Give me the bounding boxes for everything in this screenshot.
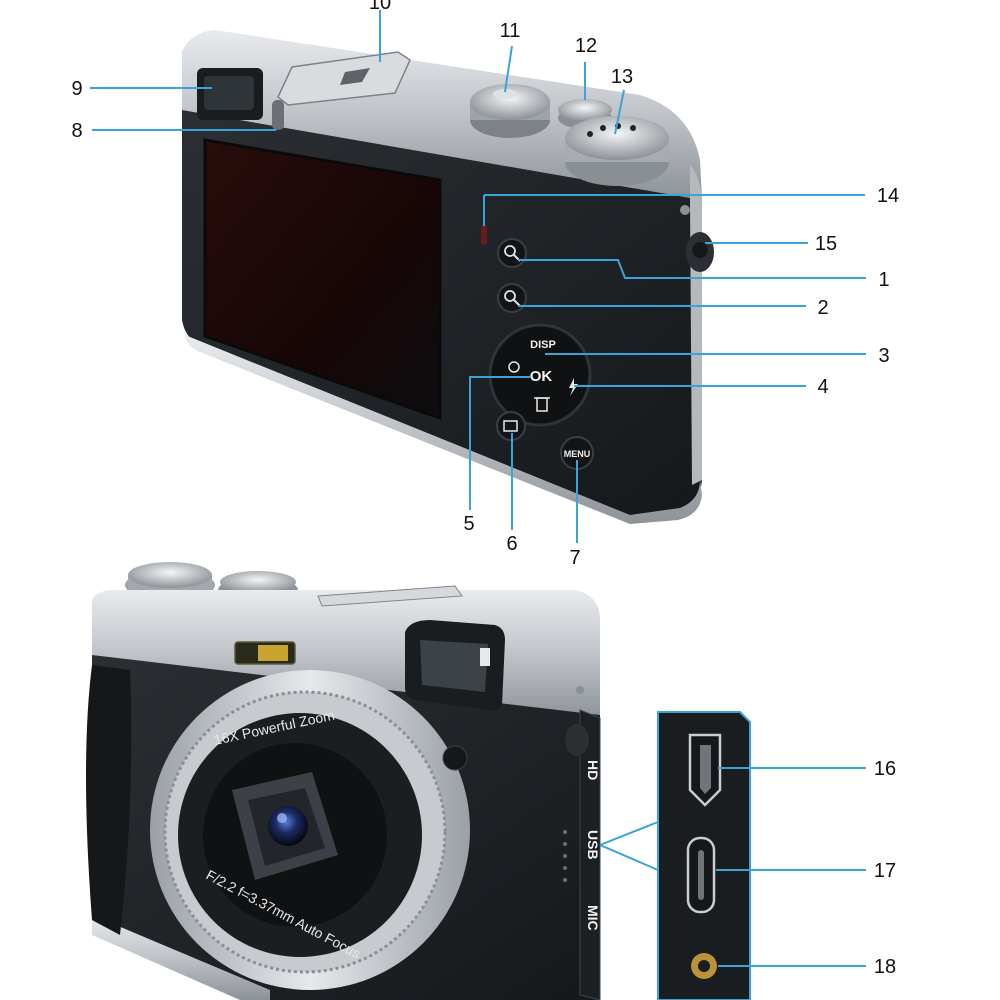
callout-2: 2 — [817, 297, 828, 319]
strap-lug — [686, 232, 714, 272]
camera-back-view: DISP OK MENU — [182, 30, 714, 524]
side-label-hdmi: HD — [585, 760, 601, 780]
hdmi-port — [688, 733, 722, 807]
grip — [86, 665, 132, 935]
callout-10: 10 — [369, 0, 391, 14]
camera-side-ports: HD USB MIC — [563, 686, 601, 1000]
proximity-sensor — [272, 100, 284, 130]
zoom-lever-dial[interactable] — [470, 84, 550, 138]
callout-14: 14 — [877, 185, 899, 207]
status-indicator-light — [481, 225, 487, 245]
disp-label[interactable]: DISP — [530, 339, 556, 351]
callout-7: 7 — [569, 547, 580, 569]
side-label-mic: MIC — [585, 905, 601, 931]
microphone-jack — [691, 953, 717, 979]
usb-c-port — [686, 836, 716, 914]
zoom-in-button[interactable] — [497, 238, 527, 268]
callout-17: 17 — [874, 860, 896, 882]
mode-dial[interactable] — [565, 116, 669, 186]
port-closeup-panel: 16 17 18 — [599, 711, 896, 1000]
callout-5: 5 — [463, 513, 474, 535]
lens-assembly: 16X Powerful Zoom F/2.2 f=3.37mm Auto Fo… — [150, 670, 470, 990]
callout-13: 13 — [611, 66, 633, 88]
callout-8: 8 — [71, 120, 82, 142]
front-viewfinder-window — [405, 620, 505, 711]
callout-15: 15 — [815, 233, 837, 255]
back-leader-lines — [90, 10, 866, 543]
callout-18: 18 — [874, 956, 896, 978]
camera-front-view: 16X Powerful Zoom F/2.2 f=3.37mm Auto Fo… — [86, 562, 601, 1000]
callout-1: 1 — [878, 269, 889, 291]
lcd-screen — [203, 138, 442, 421]
callout-12: 12 — [575, 35, 597, 57]
back-callout-numbers: 10 11 12 13 9 8 14 15 1 2 3 4 5 6 7 — [71, 0, 899, 569]
playback-icon — [503, 420, 518, 432]
delete-trash-icon[interactable] — [534, 397, 550, 412]
callout-11: 11 — [500, 20, 521, 42]
zoom-out-button[interactable] — [497, 283, 527, 313]
macro-mode-icon[interactable] — [508, 361, 520, 373]
callout-6: 6 — [506, 533, 517, 555]
callout-4: 4 — [817, 376, 828, 398]
side-label-usb: USB — [585, 830, 601, 860]
lens-glass — [268, 806, 308, 846]
callout-9: 9 — [71, 78, 82, 100]
navigation-pad[interactable]: DISP OK — [488, 323, 592, 427]
flash-icon[interactable] — [569, 378, 578, 396]
callout-3: 3 — [878, 345, 889, 367]
callout-16: 16 — [874, 758, 896, 780]
menu-label: MENU — [564, 449, 591, 459]
ok-button[interactable]: OK — [530, 368, 553, 385]
